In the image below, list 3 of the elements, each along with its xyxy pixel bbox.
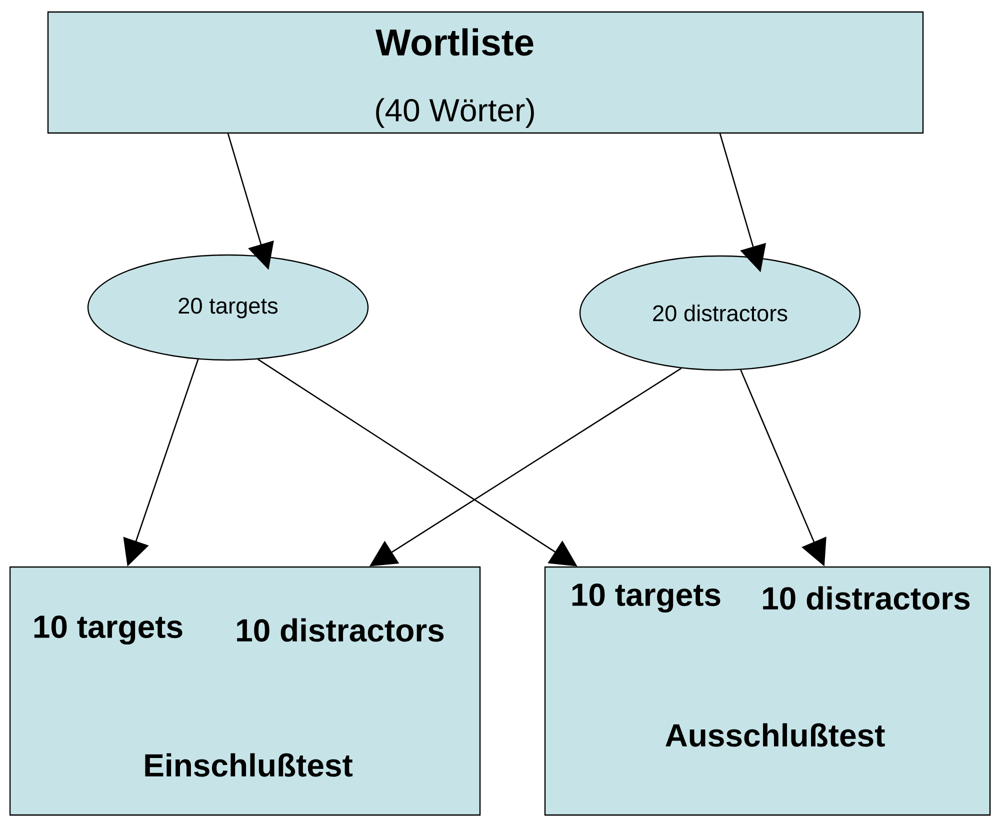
process-box: Wortliste (40 Wörter) — [47, 11, 924, 134]
process-box: 10 targets 10 distractors Einschlußtest — [9, 566, 481, 816]
process-box: 10 targets 10 distractors Ausschlußtest — [544, 566, 991, 816]
